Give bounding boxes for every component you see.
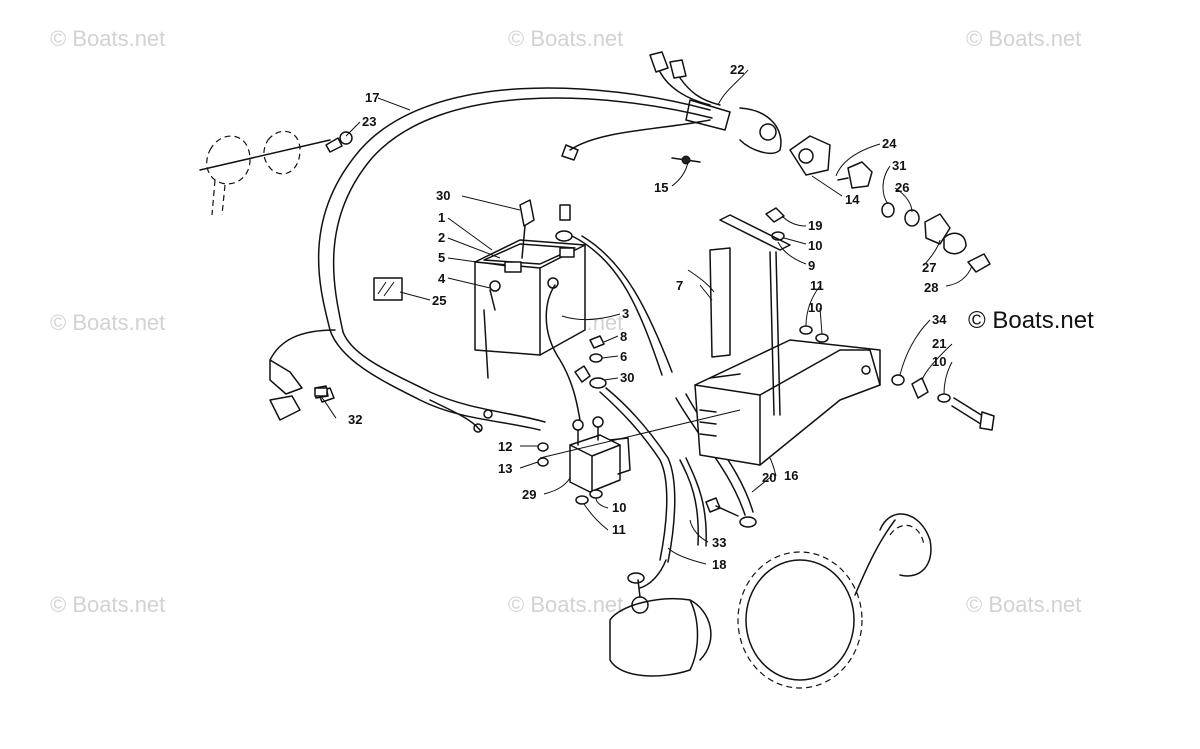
leader-lines (321, 69, 973, 565)
callout-33: 33 (712, 535, 726, 550)
watermark-top-right: © Boats.net (966, 26, 1081, 51)
callout-8: 8 (620, 329, 627, 344)
callout-10-bottom: 10 (612, 500, 626, 515)
callouts: 17 23 22 15 24 14 31 26 27 28 19 10 9 7 … (348, 62, 947, 572)
callout-13: 13 (498, 461, 512, 476)
key-switch-connectors (561, 51, 782, 165)
callout-11-bottom: 11 (612, 522, 626, 537)
callout-31: 31 (892, 158, 906, 173)
callout-29: 29 (522, 487, 536, 502)
hardware-small (537, 207, 829, 505)
callout-6: 6 (620, 349, 627, 364)
callout-26: 26 (895, 180, 909, 195)
callout-30-top: 30 (436, 188, 450, 203)
watermark-middle-right: © Boats.net (968, 307, 1094, 334)
callout-20: 20 (762, 470, 776, 485)
sensor-assembly (789, 135, 991, 273)
callout-4: 4 (438, 271, 446, 286)
alignment-line (539, 409, 741, 459)
callout-17: 17 (365, 90, 379, 105)
callout-34: 34 (932, 312, 947, 327)
callout-32: 32 (348, 412, 362, 427)
callout-11-top: 11 (810, 278, 824, 293)
callout-25: 25 (432, 293, 446, 308)
watermark-top-center: © Boats.net (508, 26, 623, 51)
battery (474, 199, 586, 379)
callout-21: 21 (932, 336, 946, 351)
callout-24: 24 (882, 136, 897, 151)
callout-2: 2 (438, 230, 445, 245)
callout-10-mid: 10 (808, 300, 822, 315)
callout-14: 14 (845, 192, 860, 207)
main-wiring-harness (269, 87, 713, 433)
callout-3: 3 (622, 306, 629, 321)
callout-28: 28 (924, 280, 938, 295)
watermark-bottom-right: © Boats.net (966, 592, 1081, 617)
gauge-dashed (199, 130, 353, 216)
callout-5: 5 (438, 250, 445, 265)
callout-19: 19 (808, 218, 822, 233)
callout-1: 1 (438, 210, 445, 225)
callout-16: 16 (784, 468, 798, 483)
decal (373, 277, 403, 301)
callout-27: 27 (922, 260, 936, 275)
callout-15: 15 (654, 180, 668, 195)
watermark-top-left: © Boats.net (50, 26, 165, 51)
watermark-bottom-center: © Boats.net (508, 592, 623, 617)
mounting-bolt (891, 374, 995, 431)
watermark-middle-left: © Boats.net (50, 310, 165, 335)
battery-tray (694, 214, 881, 466)
callout-10-right: 10 (932, 354, 946, 369)
callout-30-mid: 30 (620, 370, 634, 385)
callout-23: 23 (362, 114, 376, 129)
callout-7: 7 (676, 278, 683, 293)
callout-12: 12 (498, 439, 512, 454)
ground-bolt (705, 497, 739, 517)
positive-cable (555, 204, 673, 376)
watermark-bottom-left: © Boats.net (50, 592, 165, 617)
callout-22: 22 (730, 62, 744, 77)
callout-18: 18 (712, 557, 726, 572)
callout-10-top: 10 (808, 238, 822, 253)
starter-motor-dashed (609, 579, 712, 677)
battery-cables (314, 277, 581, 421)
callout-9: 9 (808, 258, 815, 273)
flywheel-housing-dashed (737, 513, 932, 689)
